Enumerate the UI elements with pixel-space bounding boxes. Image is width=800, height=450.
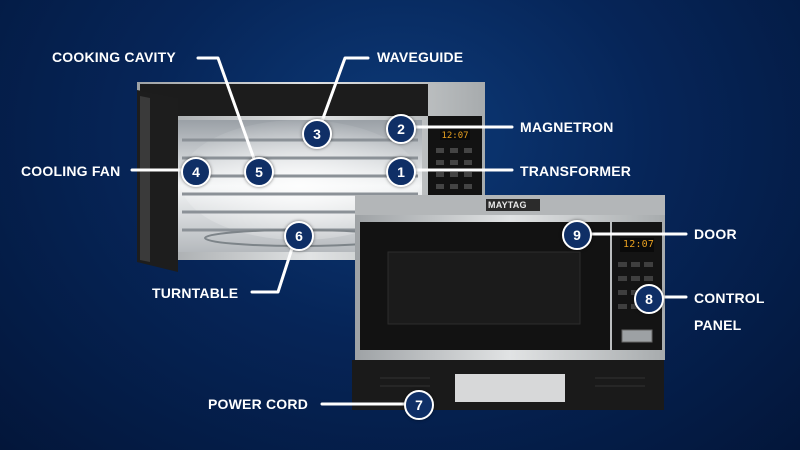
badge-4: 4 [181,157,211,187]
label-panel: PANEL [694,317,742,333]
bottom-light-panel [455,374,565,402]
closed-microwave [352,195,665,410]
label-power-cord: POWER CORD [208,396,308,412]
badge-6: 6 [284,221,314,251]
badge-9: 9 [562,220,592,250]
brand-logo: MAYTAG [488,200,527,210]
badge-5: 5 [244,157,274,187]
label-cooking-cavity: COOKING CAVITY [52,49,176,65]
label-magnetron: MAGNETRON [520,119,614,135]
brand-badge [486,199,540,211]
label-control: CONTROL [694,290,765,306]
svg-text:12:07: 12:07 [441,131,468,141]
badge-8: 8 [634,284,664,314]
label-door: DOOR [694,226,737,242]
badge-2: 2 [386,114,416,144]
badge-1: 1 [386,157,416,187]
clock-display: 12:07 [623,239,655,250]
badge-3: 3 [302,119,332,149]
label-waveguide: WAVEGUIDE [377,49,464,65]
door-window [387,251,581,325]
badge-7: 7 [404,390,434,420]
open-microwave-top-panel [140,84,428,116]
leader-lines [130,56,688,406]
label-transformer: TRANSFORMER [520,163,632,179]
label-turntable: TURNTABLE [152,285,239,301]
label-cooling-fan: COOLING FAN [21,163,121,179]
